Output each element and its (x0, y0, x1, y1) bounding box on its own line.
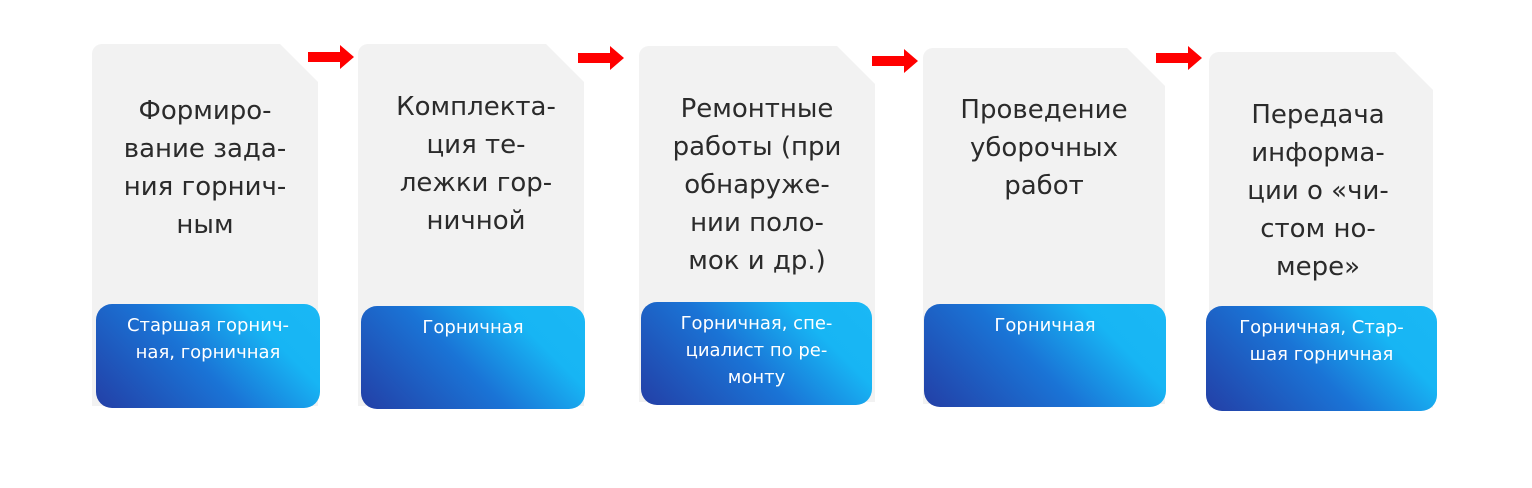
step-title: Ремонтные работы (при обнаруже- нии поло… (672, 94, 842, 276)
step-role-badge: Горничная, спе- циалист по ре- монту (641, 302, 872, 405)
right-arrow-icon (1156, 46, 1202, 70)
step-role-badge: Горничная (361, 306, 585, 409)
right-arrow-icon (578, 46, 624, 70)
step-title: Передача информа- ции о «чи- стом но- ме… (1247, 100, 1389, 282)
step-title: Проведение уборочных работ (960, 95, 1128, 201)
step-title: Комплекта- ция те- лежки гор- ничной (396, 92, 556, 236)
step-role-badge: Горничная, Стар- шая горничная (1206, 306, 1437, 411)
step-role-badge: Старшая горнич- ная, горничная (96, 304, 320, 408)
step-role-badge: Горничная (924, 304, 1166, 407)
right-arrow-icon (308, 45, 354, 69)
step-title: Формиро- вание зада- ния горнич- ным (123, 96, 287, 240)
right-arrow-icon (872, 49, 918, 73)
